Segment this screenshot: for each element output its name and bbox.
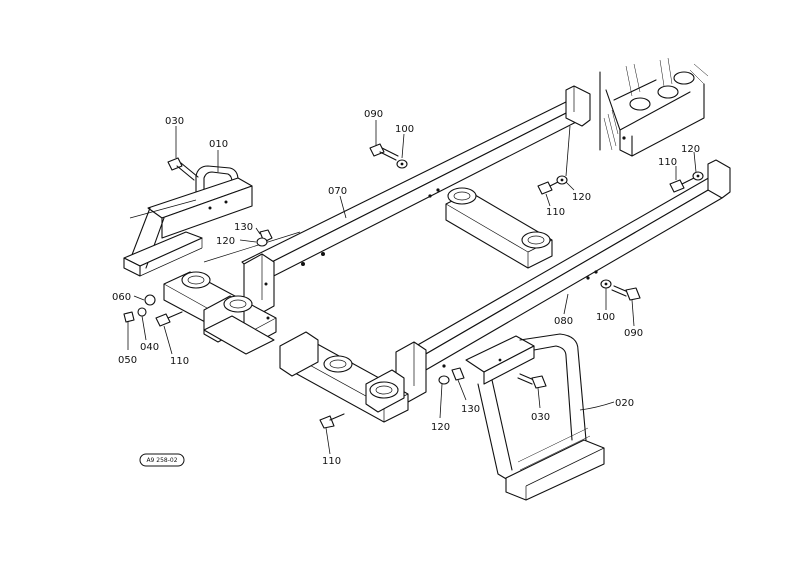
stamp-text: A9 258-02 <box>146 457 177 464</box>
step-bracket-010 <box>123 165 301 277</box>
washer-100-top <box>396 133 408 169</box>
label-110-left: 110 <box>170 356 189 367</box>
washer-120-left <box>239 237 268 247</box>
bolt-030-left <box>167 126 199 181</box>
label-110-mid: 110 <box>546 207 565 218</box>
drawing-stamp: A9 258-02 <box>139 453 185 467</box>
label-010: 010 <box>209 139 228 150</box>
bolt-090-right <box>611 285 641 327</box>
label-130-left: 130 <box>234 222 253 233</box>
label-030-left: 030 <box>165 116 184 127</box>
bolt-110-left <box>155 311 183 355</box>
center-cross-bracket <box>445 187 553 269</box>
bolt-090-top <box>369 120 399 161</box>
label-020: 020 <box>615 398 634 409</box>
washer-060 <box>133 294 156 306</box>
machine-corner-inset <box>599 57 709 157</box>
label-120-mid: 120 <box>572 192 591 203</box>
leader-020 <box>579 401 615 411</box>
label-090-top: 090 <box>364 109 383 120</box>
washer-040 <box>137 307 147 341</box>
label-080: 080 <box>554 316 573 327</box>
label-090-right: 090 <box>624 328 643 339</box>
label-100-right: 100 <box>596 312 615 323</box>
label-110-bottom: 110 <box>322 456 341 467</box>
washer-120-bottom <box>438 375 450 419</box>
label-120-left: 120 <box>216 236 235 247</box>
lower-center-bracket <box>279 331 409 423</box>
leader-070 <box>339 195 347 219</box>
bolt-110-mid <box>537 179 563 207</box>
label-060: 060 <box>112 292 131 303</box>
label-070: 070 <box>328 186 347 197</box>
label-120-right: 120 <box>681 144 700 155</box>
label-120-bottom: 120 <box>431 422 450 433</box>
front-frame-beam-080 <box>395 159 731 403</box>
washer-120-mid <box>556 125 575 191</box>
nut-050 <box>123 311 135 350</box>
step-020 <box>465 333 605 501</box>
label-040: 040 <box>140 342 159 353</box>
label-110-right: 110 <box>658 157 677 168</box>
nut-130-bottom <box>451 367 467 401</box>
label-130-bottom: 130 <box>461 404 480 415</box>
bolt-030-bottom <box>517 373 547 409</box>
washer-120-right <box>692 151 704 181</box>
label-030-bottom: 030 <box>531 412 550 423</box>
bolt-110-right <box>669 166 695 193</box>
washer-100-right <box>600 279 612 310</box>
label-100-top: 100 <box>395 124 414 135</box>
rear-frame-beam-070 <box>241 85 591 317</box>
left-mount-bracket <box>163 271 277 355</box>
bolt-110-bottom <box>319 413 345 455</box>
label-050: 050 <box>118 355 137 366</box>
hardware-set <box>123 120 704 455</box>
part-labels: 030 010 090 100 070 130 120 060 040 050 … <box>112 109 700 467</box>
leader-080 <box>563 293 569 315</box>
